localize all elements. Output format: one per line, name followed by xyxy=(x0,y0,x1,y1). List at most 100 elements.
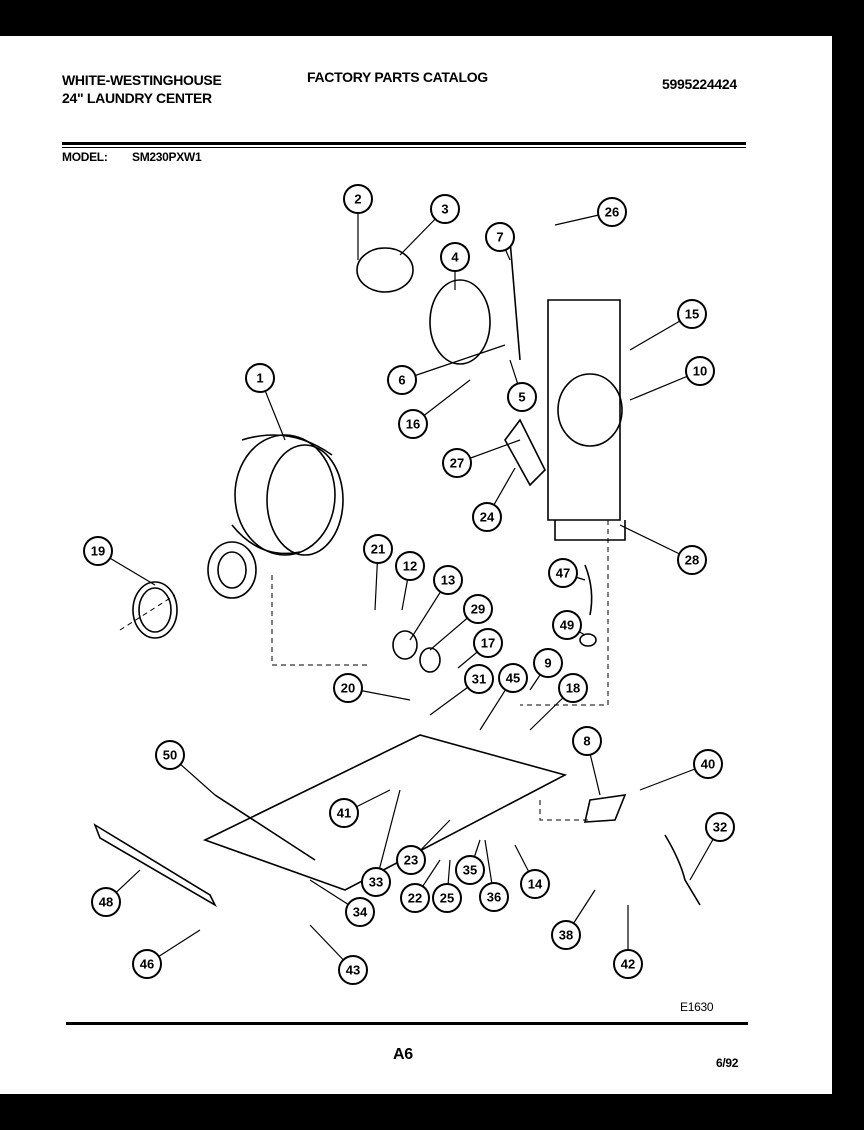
callout-number: 46 xyxy=(140,957,154,972)
callout-circle xyxy=(548,558,578,588)
callout-number: 7 xyxy=(496,230,503,245)
callout-8: 8 xyxy=(572,726,602,756)
callout-circle xyxy=(395,551,425,581)
model-label: MODEL: xyxy=(62,150,108,164)
callout-circle xyxy=(329,798,359,828)
callout-circle xyxy=(155,740,185,770)
callout-circle xyxy=(83,536,113,566)
callout-45: 45 xyxy=(498,663,528,693)
callout-33: 33 xyxy=(361,867,391,897)
dashed-leader-lines xyxy=(119,520,609,821)
callout-circle xyxy=(400,883,430,913)
page-number: A6 xyxy=(393,1046,413,1063)
callout-13: 13 xyxy=(433,565,463,595)
callout-50: 50 xyxy=(155,740,185,770)
brand-line-2: 24" LAUNDRY CENTER xyxy=(62,90,212,106)
callout-circle xyxy=(705,812,735,842)
callout-number: 33 xyxy=(369,875,383,890)
callout-48: 48 xyxy=(91,887,121,917)
callout-circle xyxy=(333,673,363,703)
callout-circle xyxy=(597,197,627,227)
callout-number: 8 xyxy=(583,734,590,749)
callout-circle xyxy=(473,628,503,658)
callout-number: 19 xyxy=(91,544,105,559)
blower-and-motor-parts xyxy=(356,239,626,541)
callout-circle xyxy=(430,194,460,224)
callout-22: 22 xyxy=(400,883,430,913)
callout-29: 29 xyxy=(463,594,493,624)
catalog-number: 5995224424 xyxy=(662,76,737,92)
callout-21: 21 xyxy=(363,534,393,564)
callout-49: 49 xyxy=(552,610,582,640)
callout-number: 4 xyxy=(451,250,459,265)
callout-circle xyxy=(677,545,707,575)
callout-circle xyxy=(396,845,426,875)
callout-1: 1 xyxy=(245,363,275,393)
callout-12: 12 xyxy=(395,551,425,581)
callout-circle xyxy=(479,882,509,912)
callout-circle xyxy=(685,356,715,386)
callout-number: 21 xyxy=(371,542,385,557)
callout-4: 4 xyxy=(440,242,470,272)
leader-line-33 xyxy=(375,789,401,883)
callout-10: 10 xyxy=(685,356,715,386)
base-and-idler-parts xyxy=(93,564,701,908)
callout-number: 45 xyxy=(506,671,520,686)
callout-number: 26 xyxy=(605,205,619,220)
callout-number: 13 xyxy=(441,573,455,588)
callout-14: 14 xyxy=(520,869,550,899)
callout-46: 46 xyxy=(132,949,162,979)
callout-number: 23 xyxy=(404,853,418,868)
callout-number: 32 xyxy=(713,820,727,835)
callout-number: 3 xyxy=(441,202,448,217)
callout-24: 24 xyxy=(472,502,502,532)
callout-circle xyxy=(472,502,502,532)
callout-26: 26 xyxy=(597,197,627,227)
callout-circle xyxy=(245,363,275,393)
callout-number: 18 xyxy=(566,681,580,696)
callout-circle xyxy=(677,299,707,329)
callout-40: 40 xyxy=(693,749,723,779)
callout-25: 25 xyxy=(432,883,462,913)
callout-circle xyxy=(507,382,537,412)
callout-circle xyxy=(387,365,417,395)
callout-circle xyxy=(693,749,723,779)
callout-number: 20 xyxy=(341,681,355,696)
callout-16: 16 xyxy=(398,409,428,439)
print-date: 6/92 xyxy=(716,1056,739,1070)
callout-34: 34 xyxy=(345,897,375,927)
callout-number: 34 xyxy=(353,905,368,920)
callout-number: 10 xyxy=(693,364,707,379)
callout-number: 50 xyxy=(163,748,177,763)
callout-42: 42 xyxy=(613,949,643,979)
callout-9: 9 xyxy=(533,648,563,678)
callout-28: 28 xyxy=(677,545,707,575)
callout-17: 17 xyxy=(473,628,503,658)
callout-number: 49 xyxy=(560,618,574,633)
callout-circle xyxy=(455,855,485,885)
callout-41: 41 xyxy=(329,798,359,828)
callout-number: 38 xyxy=(559,928,573,943)
callout-number: 1 xyxy=(256,371,263,386)
callout-number: 48 xyxy=(99,895,113,910)
figure-code: E1630 xyxy=(680,1000,714,1014)
callout-number: 17 xyxy=(481,636,495,651)
callout-number: 5 xyxy=(518,390,525,405)
model-value: SM230PXW1 xyxy=(132,150,202,164)
callout-circle xyxy=(613,949,643,979)
callout-circle xyxy=(433,565,463,595)
callout-circle xyxy=(338,955,368,985)
callout-3: 3 xyxy=(430,194,460,224)
callout-circle xyxy=(572,726,602,756)
callout-number: 2 xyxy=(354,192,361,207)
callout-number: 22 xyxy=(408,891,422,906)
catalog-title: FACTORY PARTS CATALOG xyxy=(307,69,488,85)
callout-circle xyxy=(343,184,373,214)
callout-number: 47 xyxy=(556,566,570,581)
footer-rule xyxy=(66,1022,748,1025)
callout-circle xyxy=(464,664,494,694)
callout-7: 7 xyxy=(485,222,515,252)
callout-38: 38 xyxy=(551,920,581,950)
callout-number: 29 xyxy=(471,602,485,617)
callout-20: 20 xyxy=(333,673,363,703)
